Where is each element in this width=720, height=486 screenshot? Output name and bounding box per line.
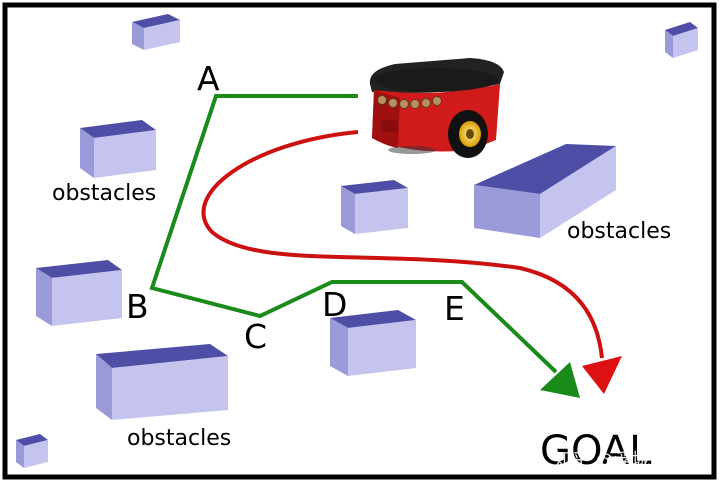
obstacles-left-label: obstacles xyxy=(52,181,156,206)
obstacle-5 xyxy=(474,144,616,238)
waypoint-c-label: C xyxy=(244,317,267,356)
waypoint-d-label: D xyxy=(322,285,347,324)
obstacle-9 xyxy=(16,434,48,468)
obstacle-7 xyxy=(330,310,416,376)
robot-icon xyxy=(369,58,504,158)
obstacles-bottom-label: obstacles xyxy=(127,426,231,451)
obstacle-8 xyxy=(96,344,228,420)
waypoint-e-label: E xyxy=(444,289,465,328)
obstacles-right-label: obstacles xyxy=(567,219,671,244)
smooth-path-arrowhead xyxy=(582,356,622,394)
waypoint-b-label: B xyxy=(126,287,149,326)
obstacle-6 xyxy=(36,260,122,326)
watermark-text: 知乎 @浮城大亨 xyxy=(554,450,686,471)
goal-label: GOAL xyxy=(540,428,652,474)
obstacle-3 xyxy=(80,120,156,178)
smooth-path-line xyxy=(201,130,604,359)
planned-path-arrowhead xyxy=(540,362,580,398)
obstacle-2 xyxy=(665,22,698,58)
planned-path-line xyxy=(149,94,558,374)
obstacle-4 xyxy=(341,180,408,234)
obstacle-1 xyxy=(132,14,180,50)
waypoint-a-label: A xyxy=(197,59,220,98)
